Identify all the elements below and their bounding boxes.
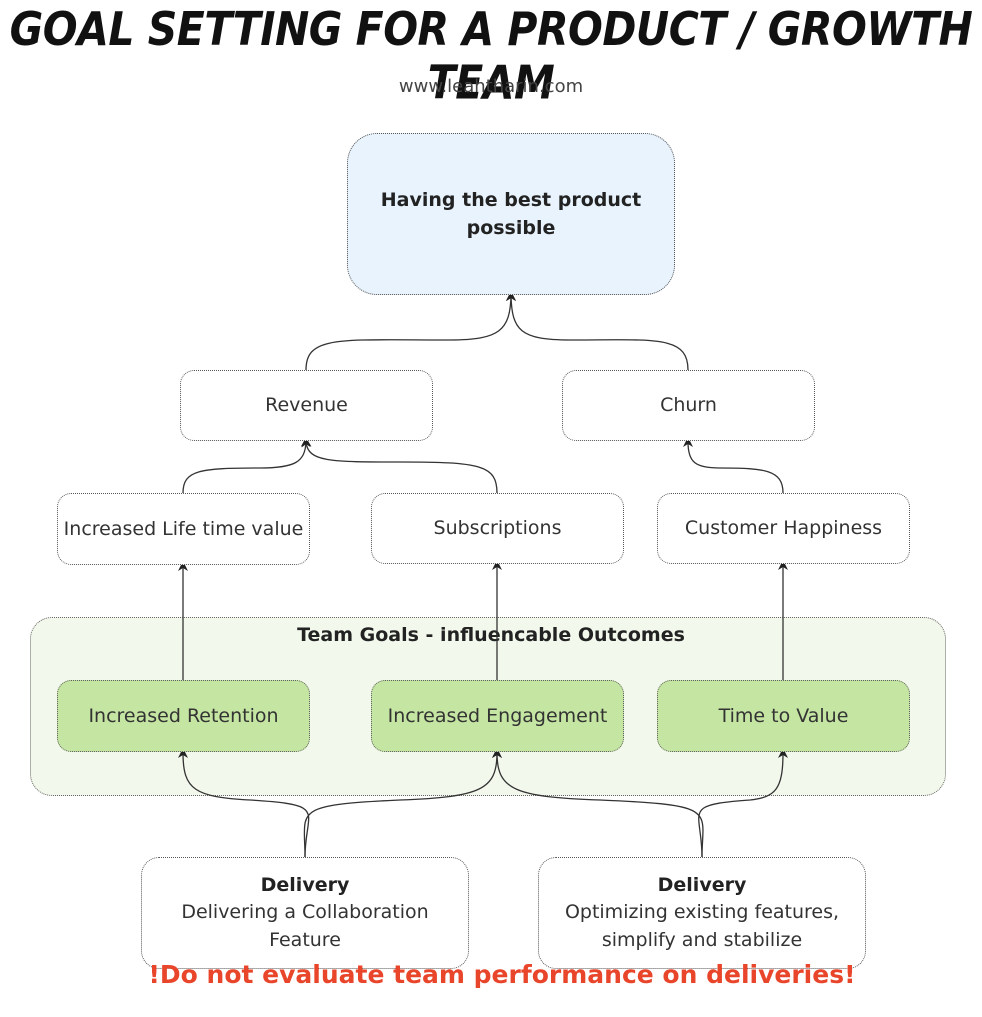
edge-delivery1-retention [178,748,310,858]
happiness-node: Customer Happiness [657,493,910,564]
engagement-label: Increased Engagement [387,704,608,727]
time-to-value-label: Time to Value [718,704,849,727]
edge-delivery2-ttv [698,748,788,858]
website-url: www.leahtharin.com [398,76,584,97]
happiness-label: Customer Happiness [684,517,883,540]
revenue-node: Revenue [180,370,433,441]
page-title: Goal setting for a Product / Growth team [9,2,973,110]
engagement-goal-node: Increased Engagement [371,680,624,752]
delivery-title: Delivery [657,873,747,896]
retention-goal-node: Increased Retention [57,680,310,752]
delivery-node-collaboration: Delivery Delivering a Collaboration Feat… [141,857,469,969]
subscriptions-label: Subscriptions [433,517,562,540]
subscriptions-node: Subscriptions [371,493,624,564]
edge-delivery2-engagement [492,748,704,858]
vision-node: Having the best product possible [347,133,675,295]
edge-revenue-vision [305,291,516,371]
edge-happiness-churn [683,437,784,494]
delivery-description: Optimizing existing features, simplify a… [564,901,840,951]
churn-node: Churn [562,370,815,441]
edge-subscriptions-revenue [301,437,498,494]
retention-label: Increased Retention [88,704,279,727]
delivery-node-optimizing: Delivery Optimizing existing features, s… [538,857,866,969]
delivery-title: Delivery [260,873,350,896]
warning-note: !Do not evaluate team performance on del… [148,960,856,989]
ltv-node: Increased Life time value [57,493,310,565]
edge-churn-vision [506,291,689,371]
time-to-value-goal-node: Time to Value [657,680,910,752]
delivery-description: Delivering a Collaboration Feature [181,901,429,951]
ltv-label: Increased Life time value [63,517,304,540]
edge-ltv-revenue [182,437,311,494]
team-goals-label: Team Goals - influencable Outcomes [297,624,685,646]
vision-label: Having the best product possible [380,188,642,240]
edge-delivery1-engagement [303,748,502,858]
revenue-label: Revenue [265,394,348,417]
churn-label: Churn [660,394,717,417]
